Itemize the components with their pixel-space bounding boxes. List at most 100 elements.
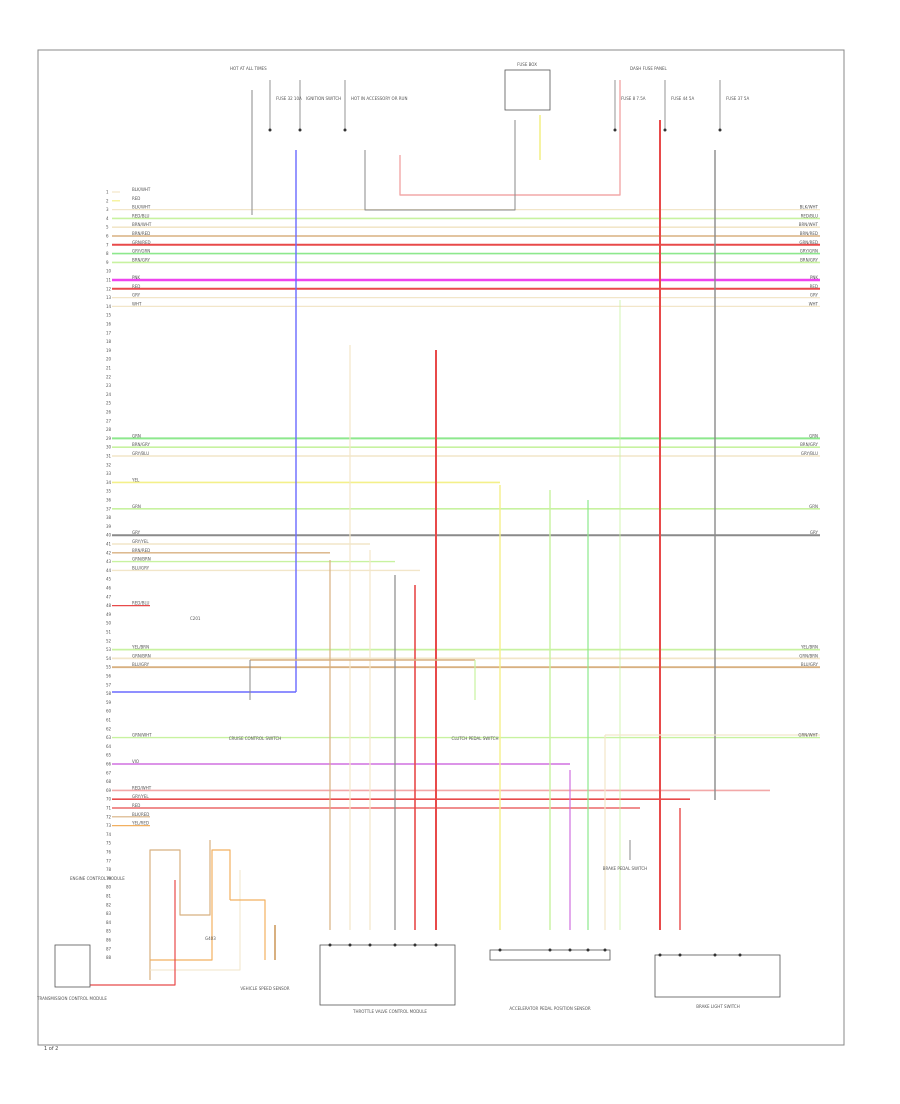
line-number: 9 <box>106 260 109 265</box>
module-pin <box>713 953 717 957</box>
line-number: 27 <box>106 418 112 423</box>
wire-label: GRY <box>810 293 819 298</box>
line-number: 76 <box>106 850 112 855</box>
wire-label: PNK <box>810 275 818 280</box>
line-number: 32 <box>106 462 112 467</box>
line-number: 39 <box>106 524 112 529</box>
wire-label: YEL/RED <box>131 821 149 826</box>
line-number: 67 <box>106 770 112 775</box>
wire-label: BRN/GRY <box>132 257 150 262</box>
line-number: 87 <box>106 946 112 951</box>
component-layer <box>54 69 781 1006</box>
pin <box>298 128 302 132</box>
wire-label: RED <box>132 803 140 808</box>
wire-label: YEL/BRN <box>800 645 818 650</box>
line-number: 58 <box>106 691 112 696</box>
wire-label: GRY <box>132 293 141 298</box>
line-number: 35 <box>106 489 112 494</box>
top-label: HOT AT ALL TIMES <box>230 66 267 71</box>
wire-label: RED/BLU <box>801 213 819 218</box>
line-number: 70 <box>106 797 112 802</box>
wire-label: GRN <box>132 504 141 509</box>
line-number: 22 <box>106 374 112 379</box>
wire-label: RED/WHT <box>132 785 152 790</box>
line-number: 64 <box>106 744 112 749</box>
wire-label: BLU/GRY <box>801 662 819 667</box>
line-number: 57 <box>106 682 112 687</box>
line-number: 65 <box>106 753 112 758</box>
wire-label: BRN/GRY <box>800 442 818 447</box>
top-loop-wire <box>399 80 621 196</box>
wire-label: GRN <box>809 504 818 509</box>
line-number: 84 <box>106 920 112 925</box>
wire-label: GRY/GRN <box>132 249 150 254</box>
line-number: 41 <box>106 542 112 547</box>
diagram-frame <box>37 49 845 1046</box>
line-number: 72 <box>106 814 112 819</box>
fuse-label: IGNITION SWITCH <box>306 96 341 101</box>
wire-label: GRY/BLU <box>801 451 818 456</box>
line-number: 5 <box>106 225 109 230</box>
line-number: 29 <box>106 436 112 441</box>
line-number: 2 <box>106 198 109 203</box>
line-number: 15 <box>106 313 112 318</box>
wire-label: GRN/BRN <box>132 653 151 658</box>
wire-label: BRN/RED <box>800 231 818 236</box>
line-number: 69 <box>106 788 112 793</box>
fuse-label: FUSE 37 5A <box>726 96 749 101</box>
line-number: 55 <box>106 665 112 670</box>
wire-label: GRN <box>132 433 141 438</box>
line-number: 50 <box>106 621 112 626</box>
line-number: 10 <box>106 269 112 274</box>
ground-label: G403 <box>205 936 216 941</box>
module-pin <box>348 943 352 947</box>
wire-label: RED <box>810 284 818 289</box>
pedal-sensor-connector-label: ACCELERATOR PEDAL POSITION SENSOR <box>509 1006 590 1011</box>
line-number: 24 <box>106 392 112 397</box>
line-number: 8 <box>106 251 109 256</box>
pin <box>663 128 667 132</box>
line-number: 77 <box>106 858 112 863</box>
wire-label: BLU/GRY <box>132 662 150 667</box>
line-number: 49 <box>106 612 112 617</box>
wire-label: GRY/YEL <box>132 794 149 799</box>
connector-label: C201 <box>190 616 201 621</box>
top-loop-wire <box>364 120 516 211</box>
line-number: 59 <box>106 700 112 705</box>
line-number: 25 <box>106 401 112 406</box>
transmission-module-label: TRANSMISSION CONTROL MODULE <box>36 996 107 1001</box>
throttle-module <box>319 944 456 1006</box>
wire-label: RED <box>132 284 140 289</box>
line-number: 88 <box>106 955 112 960</box>
wire-label: GRN/RED <box>799 240 818 245</box>
line-number: 19 <box>106 348 112 353</box>
module-pin <box>368 943 372 947</box>
line-number: 21 <box>106 366 112 371</box>
line-number: 48 <box>106 603 112 608</box>
pin <box>268 128 272 132</box>
line-number: 28 <box>106 427 112 432</box>
wire-label: WHT <box>809 301 819 306</box>
module-pin <box>658 953 662 957</box>
line-number: 13 <box>106 295 112 300</box>
wire-label: BRN/RED <box>132 231 150 236</box>
line-number: 82 <box>106 902 112 907</box>
line-number: 43 <box>106 559 112 564</box>
module-pin <box>413 943 417 947</box>
line-number: 85 <box>106 929 112 934</box>
line-number: 45 <box>106 577 112 582</box>
brake-switch-module <box>654 954 781 998</box>
module-pin <box>603 948 607 952</box>
fuse-label: FUSE 44 5A <box>671 96 694 101</box>
wire-label: WHT <box>132 301 142 306</box>
line-number: 47 <box>106 594 112 599</box>
throttle-module-label: THROTTLE VALVE CONTROL MODULE <box>352 1009 427 1014</box>
line-number: 23 <box>106 383 112 388</box>
line-number: 14 <box>106 304 112 309</box>
line-number: 60 <box>106 709 112 714</box>
wire-label: BRN/WHT <box>799 222 819 227</box>
wire-label: PNK <box>132 275 140 280</box>
label-layer: 1234567891011121314151617181920212223242… <box>36 62 818 1014</box>
bottom-left-wire <box>150 849 231 961</box>
wire-label: BLK/RED <box>132 812 149 817</box>
